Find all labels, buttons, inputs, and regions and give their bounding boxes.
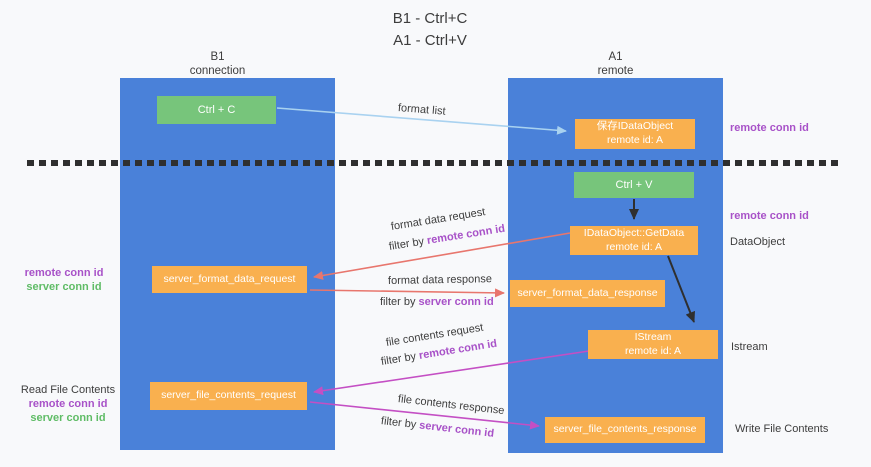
server-format-data-request-label: server_format_data_request: [163, 272, 296, 285]
server-file-contents-request-box: server_file_contents_request: [150, 382, 307, 410]
write-file-contents-label: Write File Contents: [735, 423, 829, 435]
right-column-name: A1: [608, 51, 623, 63]
read-file-contents-label: Read File Contents: [20, 384, 116, 396]
ctrl-v-label: Ctrl + V: [615, 178, 653, 191]
save-dataobject-line2: remote id: A: [606, 134, 664, 146]
filter-by-text: filter by: [380, 296, 419, 308]
diagram-title: B1 - Ctrl+C A1 - Ctrl+V: [0, 8, 860, 52]
right-remote-conn-id-mid: remote conn id: [730, 210, 809, 222]
dashed-divider-line: [27, 160, 839, 166]
left-remote-conn-id-top: remote conn id: [24, 267, 104, 279]
format-list-label: format list: [397, 102, 447, 118]
server-file-contents-response-box: server_file_contents_response: [545, 417, 705, 443]
ctrl-v-box: Ctrl + V: [574, 172, 694, 198]
ctrl-c-box: Ctrl + C: [157, 96, 276, 124]
ctrl-c-label: Ctrl + C: [197, 103, 236, 116]
istream-line1: IStream: [634, 330, 672, 343]
format-response-arrow: [309, 288, 505, 298]
left-column-name: B1: [210, 51, 225, 63]
server-conn-id-text: server conn id: [418, 296, 494, 308]
title-line-1: B1 - Ctrl+C: [392, 10, 468, 27]
server-format-data-response-label: server_format_data_response: [517, 286, 658, 299]
title-line-2: A1 - Ctrl+V: [393, 31, 467, 49]
server-conn-id-text: server conn id: [418, 419, 495, 440]
left-conn-id-stack-top: remote conn id server conn id: [18, 267, 110, 295]
istream-box: IStream remote id: A: [588, 330, 718, 359]
file-contents-response-label: file contents response: [397, 393, 506, 418]
getdata-box: IDataObject::GetData remote id: A: [570, 226, 698, 255]
format-data-response-filter-label: filter by server conn id: [380, 296, 494, 308]
server-format-data-request-box: server_format_data_request: [152, 266, 307, 293]
save-dataobject-box: 保存IDataObject remote id: A: [575, 119, 695, 149]
save-dataobject-line1: 保存IDataObject: [596, 120, 674, 133]
right-column-sub: remote: [597, 65, 634, 78]
filter-by-text: filter by: [388, 235, 428, 253]
server-file-contents-response-label: server_file_contents_response: [553, 423, 697, 436]
left-column-sub: connection: [189, 65, 246, 78]
file-contents-response-filter-label: filter by server conn id: [380, 415, 494, 440]
left-server-conn-id-bottom: server conn id: [30, 411, 106, 424]
getdata-line2: remote id: A: [605, 240, 663, 253]
left-column-header: B1 connection: [110, 50, 325, 79]
left-server-conn-id-top: server conn id: [26, 280, 102, 293]
left-conn-id-stack-bottom: Read File Contents remote conn id server…: [18, 384, 118, 425]
left-remote-conn-id-bottom: remote conn id: [28, 397, 108, 410]
format-data-response-label: format data response: [387, 273, 493, 287]
istream-line2: remote id: A: [624, 344, 682, 357]
remote-conn-id-text: remote conn id: [426, 222, 506, 247]
istream-side-label: Istream: [731, 341, 768, 353]
getdata-line1: IDataObject::GetData: [583, 226, 685, 239]
filter-by-text: filter by: [380, 415, 420, 432]
right-column-header: A1 remote: [508, 50, 723, 79]
server-format-data-response-box: server_format_data_response: [510, 280, 665, 307]
right-remote-conn-id-top: remote conn id: [730, 122, 809, 134]
filter-by-text: filter by: [380, 350, 420, 368]
server-file-contents-request-label: server_file_contents_request: [161, 389, 296, 402]
dataobject-label: DataObject: [730, 236, 786, 248]
